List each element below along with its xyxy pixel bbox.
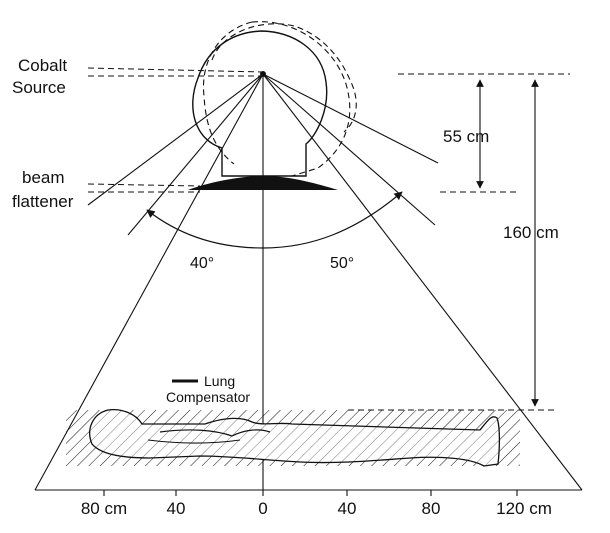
angle-arc bbox=[146, 191, 403, 249]
scale-tick-marks bbox=[103, 490, 518, 496]
flattener-leader-line bbox=[87, 183, 201, 187]
scale-tick-label: 40 bbox=[338, 499, 357, 518]
scale-tick-label: 80 cm bbox=[81, 499, 127, 518]
label-distance-160: 160 cm bbox=[503, 223, 559, 242]
label-compensator: Compensator bbox=[166, 389, 250, 405]
scale-tick-label: 40 bbox=[167, 499, 186, 518]
scale-tick-label: 80 bbox=[422, 499, 441, 518]
treatment-head-rotated-outline-2 bbox=[211, 23, 357, 133]
scale-tick-label: 0 bbox=[258, 499, 267, 518]
scale-tick-label: 120 cm bbox=[496, 499, 552, 518]
treatment-head-rotated-outline bbox=[202, 21, 351, 177]
patient-arm-2 bbox=[147, 439, 241, 444]
label-source: Source bbox=[12, 78, 66, 97]
treatment-head-outline bbox=[192, 30, 328, 177]
label-flattener: flattener bbox=[12, 192, 74, 211]
patient-arm bbox=[159, 429, 271, 437]
label-angle-right: 50° bbox=[330, 255, 354, 272]
label-beam: beam bbox=[22, 168, 65, 187]
label-cobalt: Cobalt bbox=[18, 56, 67, 75]
label-lung: Lung bbox=[204, 373, 235, 389]
patient-body-hatch bbox=[89, 409, 500, 466]
label-distance-55: 55 cm bbox=[443, 127, 489, 146]
source-leader-line bbox=[87, 67, 264, 73]
label-angle-left: 40° bbox=[190, 255, 214, 272]
